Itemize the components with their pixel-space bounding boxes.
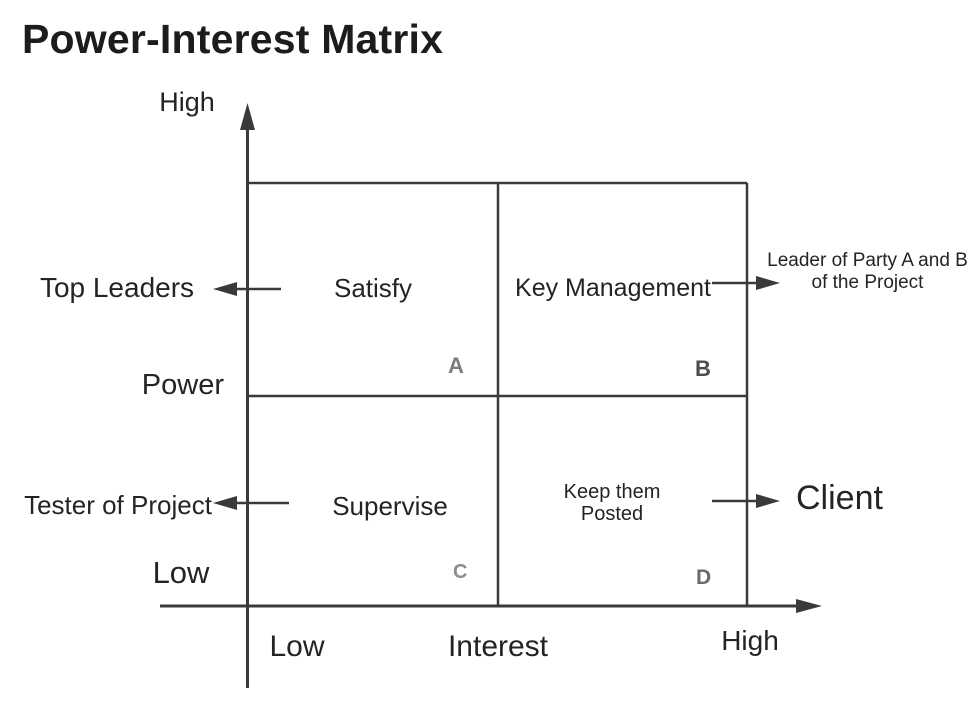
arrow-a-arrowhead-icon bbox=[213, 282, 237, 296]
quadrant-d-strategy-line1: Keep them bbox=[563, 481, 661, 503]
stakeholder-leader-of-party-label: Leader of Party A and B of the Project bbox=[756, 250, 979, 294]
y-axis-low-label: Low bbox=[152, 555, 210, 590]
page-title: Power-Interest Matrix bbox=[22, 16, 444, 62]
quadrant-c-strategy-label: Supervise bbox=[332, 491, 448, 521]
x-axis-low-label: Low bbox=[269, 630, 325, 663]
arrow-c-arrowhead-icon bbox=[213, 496, 237, 510]
stakeholder-leader-of-party-line1: Leader of Party A and B bbox=[767, 250, 968, 271]
quadrant-b-letter: B bbox=[695, 356, 711, 381]
arrow-b-arrowhead-icon bbox=[756, 276, 780, 290]
y-axis-arrowhead-icon bbox=[240, 103, 255, 130]
quadrant-a-strategy-label: Satisfy bbox=[333, 273, 413, 303]
quadrant-b-strategy-label: Key Management bbox=[515, 274, 711, 302]
x-axis-high-label: High bbox=[721, 625, 779, 656]
quadrant-d-strategy-label: Keep them Posted bbox=[512, 481, 712, 525]
x-axis-title: Interest bbox=[447, 630, 549, 663]
stakeholder-tester-of-project-label: Tester of Project bbox=[24, 490, 212, 520]
x-axis-arrowhead-icon bbox=[796, 599, 822, 613]
quadrant-c-letter: C bbox=[453, 561, 468, 583]
quadrant-d-letter: D bbox=[696, 566, 712, 589]
stakeholder-top-leaders-label: Top Leaders bbox=[39, 272, 195, 303]
quadrant-d-strategy-line2: Posted bbox=[580, 503, 644, 525]
stakeholder-leader-of-party-line2: of the Project bbox=[811, 272, 924, 293]
y-axis-high-label: High bbox=[159, 87, 215, 117]
y-axis-title: Power bbox=[141, 369, 224, 401]
quadrant-a-letter: A bbox=[448, 353, 464, 378]
arrow-d-arrowhead-icon bbox=[756, 494, 780, 508]
stakeholder-client-label: Client bbox=[796, 479, 883, 517]
